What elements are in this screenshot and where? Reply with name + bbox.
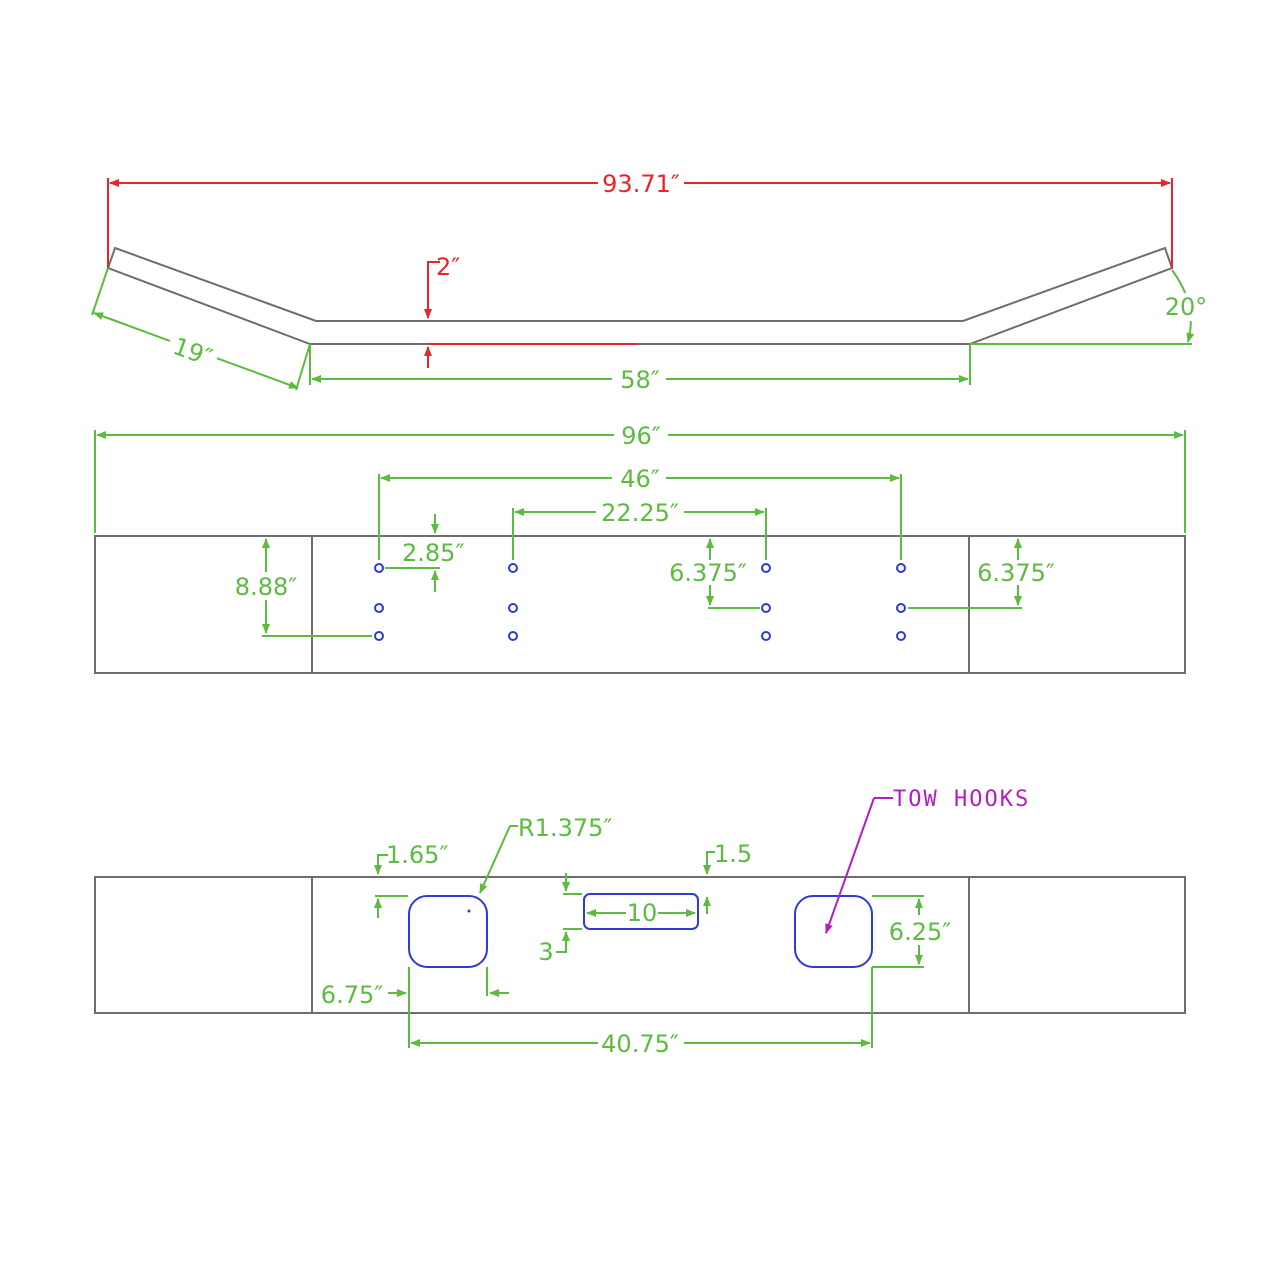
bumper-bottom-outline bbox=[94, 876, 1186, 1014]
hole bbox=[761, 563, 771, 573]
dim-top-offset: 2.85″ bbox=[385, 514, 464, 592]
hole bbox=[508, 631, 518, 641]
dim-angle: 20° bbox=[970, 269, 1210, 345]
dim-hook-top-offset: 1.65″ bbox=[374, 841, 448, 918]
hole bbox=[374, 603, 384, 613]
slot-length-label: 10 bbox=[627, 899, 658, 927]
dim-wing-length: 19″ bbox=[91, 267, 311, 391]
center-length-label: 58″ bbox=[620, 366, 660, 394]
center-slot bbox=[583, 893, 699, 930]
slot-height-label: 3 bbox=[538, 938, 553, 966]
bumper-front-outline bbox=[94, 535, 1186, 674]
dim-drop: 2″ bbox=[424, 253, 460, 368]
dim-corner-radius: R1.375″ bbox=[479, 814, 612, 894]
hole-spacing-right-label: 6.375″ bbox=[977, 559, 1055, 587]
dim-hook-width: 6.75″ bbox=[321, 967, 509, 1009]
outer-hole-span-label: 46″ bbox=[620, 465, 660, 493]
dim-height: 8.88″ bbox=[235, 538, 372, 637]
hole bbox=[896, 631, 906, 641]
dim-inner-hole-span: 22.25″ bbox=[512, 499, 767, 560]
dim-hook-span: 40.75″ bbox=[408, 967, 873, 1058]
hole bbox=[896, 603, 906, 613]
bottom-view: TOW HOOKS R1.375″ 1.65″ 1.5 10 bbox=[94, 787, 1186, 1058]
tow-hook-cutout-right bbox=[794, 895, 873, 968]
inner-hole-span-label: 22.25″ bbox=[601, 499, 679, 527]
hole bbox=[374, 563, 384, 573]
total-length-label: 96″ bbox=[621, 422, 661, 450]
dim-overall-width: 93.71″ bbox=[107, 170, 1173, 268]
dim-slot-height: 3 bbox=[538, 873, 582, 966]
hook-width-label: 6.75″ bbox=[321, 981, 383, 1009]
mounting-holes bbox=[374, 563, 906, 641]
dim-slot-length: 10 bbox=[586, 899, 696, 927]
dim-center-length: 58″ bbox=[309, 344, 971, 394]
callout-tow-hooks: TOW HOOKS bbox=[825, 787, 1030, 934]
dim-slot-top-offset: 1.5 bbox=[703, 840, 752, 914]
bumper-top-outline bbox=[106, 246, 1174, 345]
dim-outer-hole-span: 46″ bbox=[378, 465, 902, 560]
dim-hook-height: 6.25″ bbox=[872, 895, 951, 968]
overall-width-label: 93.71″ bbox=[602, 170, 680, 198]
hole bbox=[761, 603, 771, 613]
dim-hole-spacing-mid: 6.375″ bbox=[669, 538, 760, 609]
front-view: 96″ 46″ 22.25″ 2.85″ bbox=[94, 422, 1186, 674]
dim-hole-spacing-right: 6.375″ bbox=[908, 538, 1055, 609]
top-view: 93.71″ 2″ 19″ 58″ 20° bbox=[91, 170, 1210, 394]
hole bbox=[508, 563, 518, 573]
top-offset-label: 2.85″ bbox=[402, 539, 464, 567]
corner-radius-label: R1.375″ bbox=[518, 814, 612, 842]
height-label: 8.88″ bbox=[235, 573, 297, 601]
angle-label: 20° bbox=[1165, 293, 1208, 321]
hook-span-label: 40.75″ bbox=[601, 1030, 679, 1058]
hook-top-offset-label: 1.65″ bbox=[386, 841, 448, 869]
hole bbox=[896, 563, 906, 573]
hole bbox=[508, 603, 518, 613]
hole bbox=[761, 631, 771, 641]
hook-height-label: 6.25″ bbox=[889, 918, 951, 946]
slot-top-offset-label: 1.5 bbox=[714, 840, 752, 868]
tow-hooks-label: TOW HOOKS bbox=[893, 787, 1030, 812]
dim-total-length: 96″ bbox=[94, 422, 1186, 533]
drop-label: 2″ bbox=[436, 253, 460, 281]
tow-hook-cutout-left bbox=[408, 895, 488, 968]
hole-spacing-mid-label: 6.375″ bbox=[669, 559, 747, 587]
hole bbox=[374, 631, 384, 641]
